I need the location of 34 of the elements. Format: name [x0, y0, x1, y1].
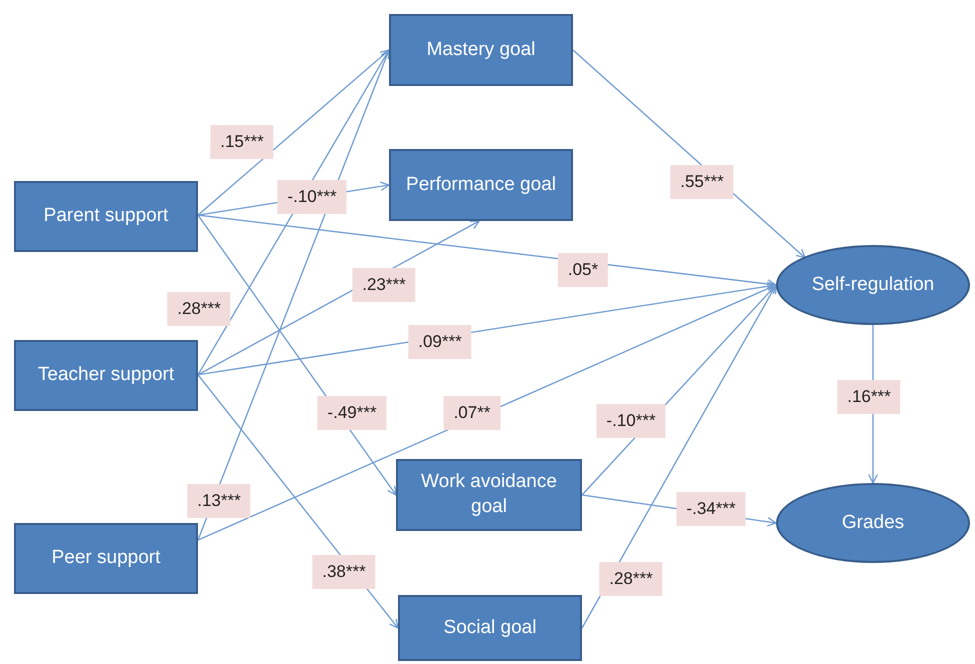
edge-label: -.10***: [277, 180, 347, 214]
node-label: Performance goal: [406, 172, 556, 197]
edge-label: -.34***: [676, 492, 746, 526]
edge-label: .09***: [408, 325, 472, 359]
edge-label: .38***: [312, 555, 376, 589]
node-label: Work avoidance goal: [420, 470, 558, 519]
edge-label: .13***: [187, 484, 251, 518]
node-label: Self-regulation: [812, 272, 934, 297]
edge-label: .07**: [444, 396, 500, 430]
variable-box: [396, 459, 582, 531]
arrow: [198, 214, 777, 289]
node-label: Grades: [842, 510, 904, 535]
node-label: Parent support: [44, 204, 168, 228]
edge-label: -.49***: [317, 396, 387, 430]
edge-label: .23***: [352, 268, 416, 302]
edge-label: .28***: [599, 562, 663, 596]
edge-label: .05*: [558, 253, 608, 287]
node-label: Peer support: [52, 546, 160, 570]
variable-box: [398, 595, 582, 661]
variable-box: [389, 149, 573, 221]
variable-box: [389, 14, 573, 86]
edge-label: .16***: [837, 380, 901, 414]
edge-label: .28***: [167, 292, 231, 326]
edge-label: -.10***: [596, 404, 666, 438]
variable-box: [14, 523, 198, 594]
variable-box: [14, 340, 198, 411]
node-label: Social goal: [444, 616, 536, 640]
arrow: [198, 49, 390, 216]
edge-label: .15***: [210, 125, 274, 159]
edge-label: .55***: [670, 165, 734, 199]
node-label: Mastery goal: [426, 38, 536, 62]
arrow: [197, 49, 390, 376]
variable-box: [14, 181, 198, 252]
node-label: Teacher support: [38, 363, 174, 388]
